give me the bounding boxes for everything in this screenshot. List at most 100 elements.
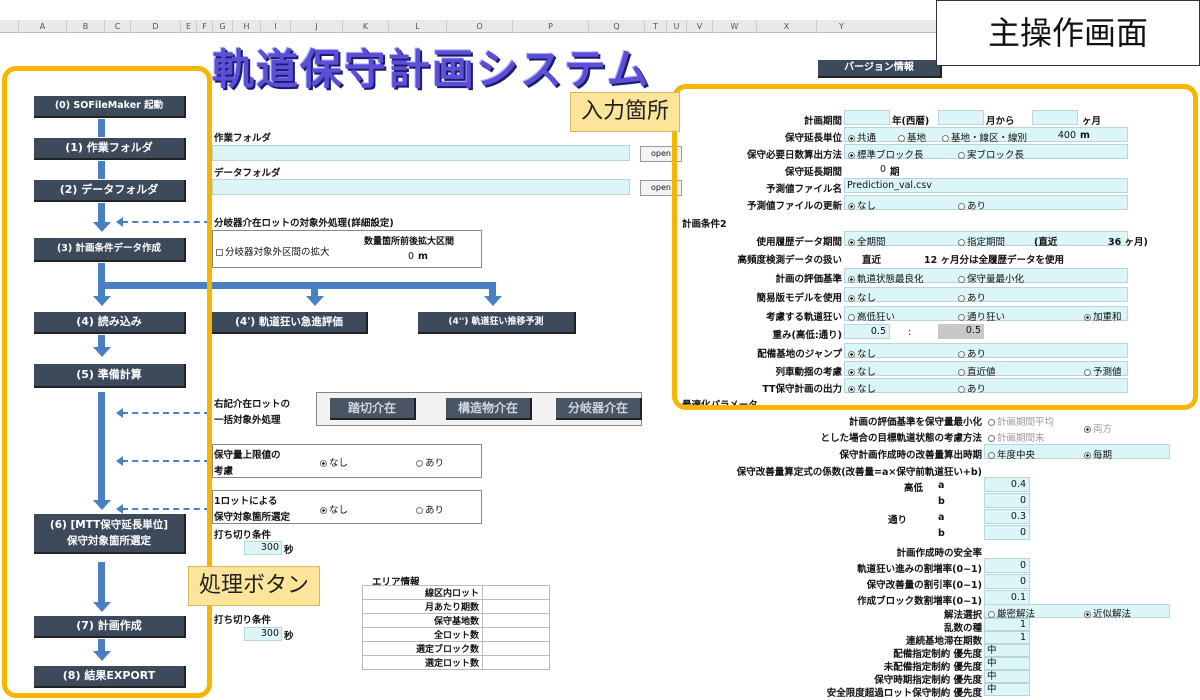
opt-mid-radio[interactable]: 年度中央: [988, 447, 1035, 461]
screen-label: 主操作画面: [936, 0, 1200, 66]
branch-range-value[interactable]: 0: [407, 251, 414, 262]
pred-file-input[interactable]: Prediction_val.csv: [844, 178, 1128, 193]
consider-high-radio[interactable]: 高低狂い: [848, 309, 895, 323]
radio-off-icon: [988, 419, 995, 426]
export-button[interactable]: (8) 結果EXPORT: [34, 666, 186, 688]
simple-none-radio[interactable]: なし: [848, 290, 876, 304]
consec-input[interactable]: 1: [984, 631, 1030, 644]
plan-month-input[interactable]: [938, 110, 984, 125]
safety-title: 計画作成時の安全率: [896, 548, 982, 559]
consider-line-radio[interactable]: 通り狂い: [958, 309, 1005, 323]
coef-line-label: 通り: [888, 515, 908, 526]
unit-line-radio[interactable]: 基地・線区・線別: [942, 130, 1027, 144]
jump-none-radio[interactable]: なし: [848, 346, 876, 360]
structure-button[interactable]: 構造物介在: [446, 398, 532, 420]
days-real-radio[interactable]: 実ブロック長: [958, 147, 1024, 161]
column-letter: H: [232, 20, 260, 33]
input-area-highlight: [672, 84, 1198, 410]
plan-condition-button[interactable]: (3) 計画条件データ作成: [34, 238, 186, 262]
area-row-label: 選定ロット数: [362, 655, 483, 670]
option-label: なし: [329, 458, 349, 469]
plan-months-input[interactable]: [1032, 110, 1078, 125]
days-std-radio[interactable]: 標準ブロック長: [848, 147, 924, 161]
data-folder-input[interactable]: [212, 179, 630, 195]
safety-row-3-label: 作成ブロック数割増率(0~1): [857, 596, 982, 607]
coef-high-a-input[interactable]: 0.4: [984, 477, 1030, 492]
data-folder-open-button[interactable]: open: [640, 180, 682, 196]
mtt-select-button[interactable]: (6) [MTT保守延長単位] 保守対象箇所選定: [34, 514, 186, 554]
train-recent-radio[interactable]: 直近値: [958, 364, 996, 378]
safety-row-2-input[interactable]: 0: [984, 574, 1030, 589]
work-folder-button[interactable]: (1) 作業フォルダ: [34, 138, 186, 160]
jump-yes-radio[interactable]: あり: [958, 346, 986, 360]
eval-min-radio[interactable]: 保守量最小化: [958, 271, 1024, 285]
radio-off-icon: [958, 276, 965, 283]
priority-row-2-input[interactable]: 中: [984, 657, 1030, 670]
flow-arrow-head: [93, 602, 111, 612]
train-pred-radio[interactable]: 予測値: [1084, 364, 1122, 378]
eval-best-radio[interactable]: 軌道状態最良化: [848, 271, 924, 285]
load-button[interactable]: (4) 読み込み: [34, 312, 186, 334]
unit-row-bg: [844, 127, 1128, 142]
coef-high-b-input[interactable]: 0: [984, 493, 1030, 508]
consec-label: 連続基地滞在期数: [905, 636, 982, 647]
history-all-radio[interactable]: 全期間: [848, 234, 886, 248]
prep-calc-button[interactable]: (5) 準備計算: [34, 364, 186, 388]
upper-limit-none-radio[interactable]: なし: [320, 455, 348, 469]
plan-create-button[interactable]: (7) 計画作成: [34, 616, 186, 638]
upper-limit-yes-radio[interactable]: あり: [416, 455, 444, 469]
cutoff-input-2[interactable]: 300: [244, 627, 282, 641]
plan-year-input[interactable]: [844, 110, 890, 125]
option-label: なし: [857, 367, 877, 378]
track-prediction-button[interactable]: (4'') 軌道狂い推移予測: [418, 312, 576, 334]
cutoff-input-1[interactable]: 300: [244, 541, 282, 555]
coef-line-b-input[interactable]: 0: [984, 525, 1030, 540]
priority-row-1-input[interactable]: 中: [984, 644, 1030, 657]
simple-yes-radio[interactable]: あり: [958, 290, 986, 304]
history-range-radio[interactable]: 指定期間: [958, 234, 1005, 248]
solution-approx-radio[interactable]: 近似解法: [1084, 606, 1131, 620]
extend-value[interactable]: 0: [879, 164, 886, 175]
opt-both-radio[interactable]: 両方: [1084, 421, 1112, 435]
radio-off-icon: [416, 460, 423, 467]
seed-input[interactable]: 1: [984, 618, 1030, 631]
opt-every-radio[interactable]: 毎期: [1084, 447, 1112, 461]
crossing-button[interactable]: 踏切介在: [330, 398, 416, 420]
lot-yes-radio[interactable]: あり: [416, 502, 444, 516]
option-label: 両方: [1093, 424, 1113, 435]
option-label: 実ブロック長: [967, 150, 1025, 161]
pred-update-none-radio[interactable]: なし: [848, 198, 876, 212]
radio-off-icon: [958, 152, 965, 159]
unit-value[interactable]: 400: [1057, 130, 1076, 141]
opt-end-radio[interactable]: 計画期間末: [988, 430, 1045, 444]
safety-row-3-input[interactable]: 0.1: [984, 590, 1030, 605]
solution-exact-radio[interactable]: 厳密解法: [988, 606, 1035, 620]
train-none-radio[interactable]: なし: [848, 364, 876, 378]
data-folder-button[interactable]: (2) データフォルダ: [34, 180, 186, 202]
weight-b-input[interactable]: 0.5: [938, 324, 984, 339]
priority-row-3-input[interactable]: 中: [984, 670, 1030, 683]
track-irregularity-eval-button[interactable]: (4') 軌道狂い急進評価: [212, 312, 368, 334]
table-row: 選定ロット数: [362, 655, 550, 670]
weight-a-input[interactable]: 0.5: [844, 324, 890, 339]
priority-row-4-input[interactable]: 中: [984, 683, 1030, 696]
safety-row-1-input[interactable]: 0: [984, 558, 1030, 573]
work-folder-input[interactable]: [212, 145, 630, 161]
unit-common-radio[interactable]: 共通: [848, 130, 876, 144]
work-folder-open-button[interactable]: open: [640, 146, 682, 162]
pred-update-yes-radio[interactable]: あり: [958, 198, 986, 212]
coef-line-a-input[interactable]: 0.3: [984, 509, 1030, 524]
coef-a-label: a: [938, 512, 945, 523]
version-info-button[interactable]: バージョン情報: [818, 60, 942, 78]
option-label: 加重和: [1093, 312, 1122, 323]
consider-weighted-radio[interactable]: 加重和: [1084, 309, 1122, 323]
sofilemaker-button[interactable]: (0) SOFileMaker 起動: [34, 96, 186, 118]
opt-avg-radio[interactable]: 計画期間平均: [988, 414, 1054, 428]
switch-button[interactable]: 分岐器介在: [556, 398, 642, 420]
branch-expand-checkbox[interactable]: 分岐器対象外区間の拡大: [216, 244, 330, 258]
tt-yes-radio[interactable]: あり: [958, 381, 986, 395]
tt-none-radio[interactable]: なし: [848, 381, 876, 395]
lot-none-radio[interactable]: なし: [320, 502, 348, 516]
column-letter: F: [196, 20, 212, 33]
unit-base-radio[interactable]: 基地: [898, 130, 926, 144]
